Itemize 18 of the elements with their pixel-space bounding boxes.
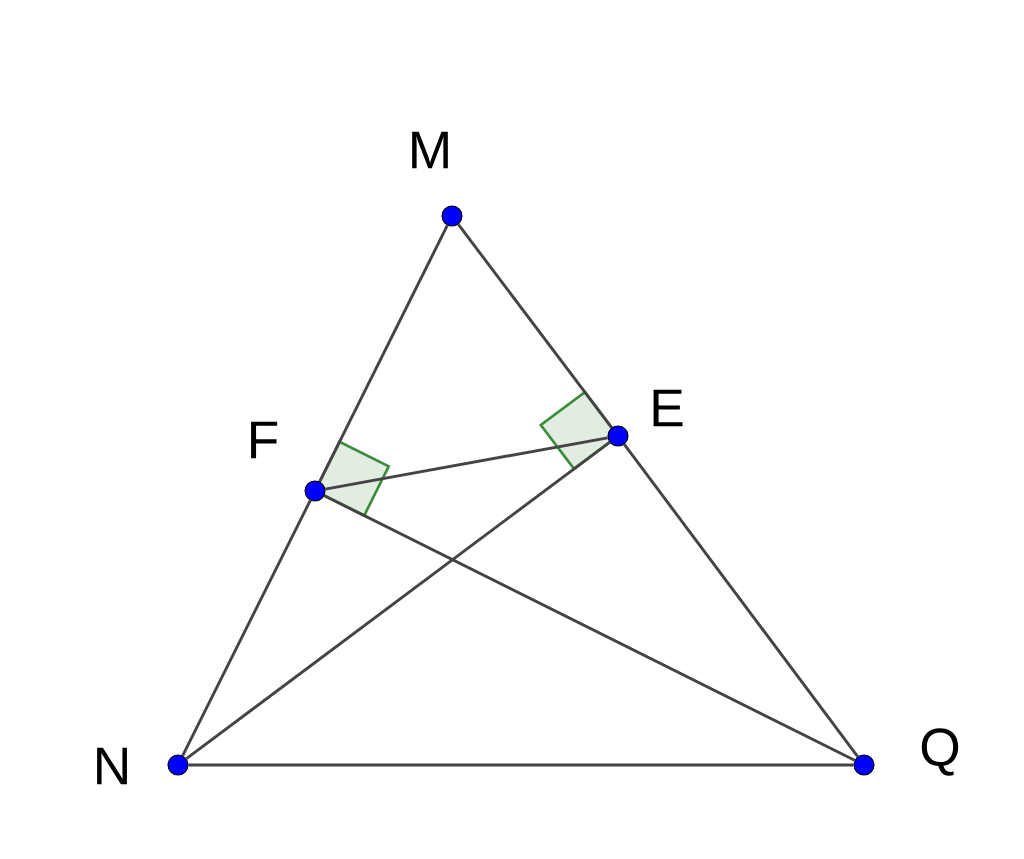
line-segment	[457, 223, 613, 429]
line-segment	[623, 443, 859, 758]
line-segment	[185, 441, 611, 760]
point-label: F	[251, 421, 278, 459]
line-segment	[181, 499, 312, 757]
point	[97, 747, 189, 785]
line-segment	[318, 224, 449, 483]
point-label: Q	[921, 728, 959, 776]
point	[412, 131, 463, 227]
point-label: N	[97, 747, 127, 785]
point-label: M	[412, 131, 448, 169]
point	[853, 728, 959, 776]
point	[607, 389, 683, 447]
line-segment	[188, 763, 854, 767]
line-segment	[325, 436, 608, 491]
line-segment	[323, 494, 856, 762]
point	[251, 421, 326, 502]
point-label: E	[653, 389, 683, 427]
